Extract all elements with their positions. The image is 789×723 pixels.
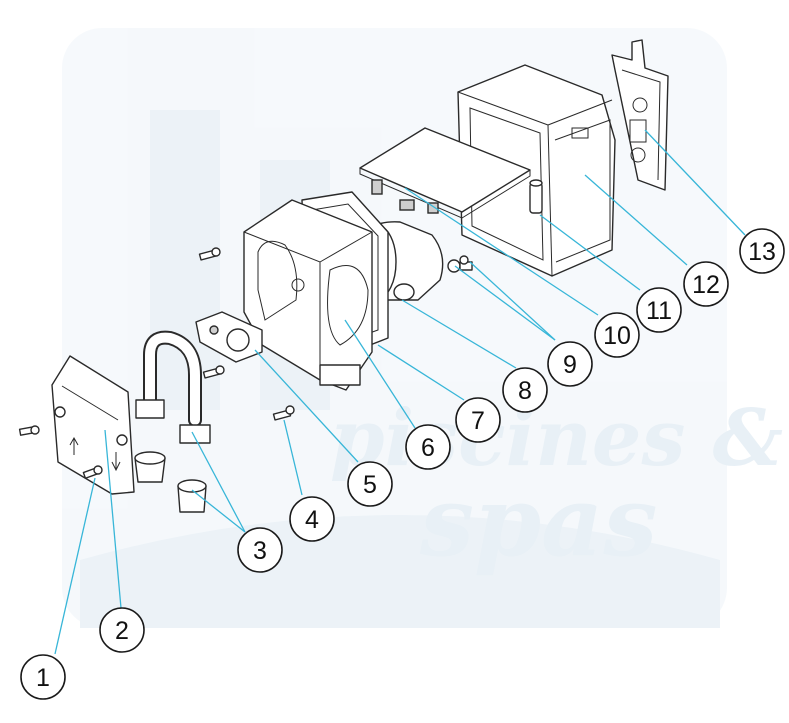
callout-4: 4: [289, 496, 335, 542]
part-1-screws: [18, 425, 103, 479]
callout-1: 1: [20, 654, 66, 700]
callout-2: 2: [99, 607, 145, 653]
callout-9-label: 9: [563, 351, 577, 379]
callout-5-label: 5: [363, 471, 377, 499]
callout-9: 9: [547, 341, 593, 387]
watermark: piscines & spas: [62, 28, 783, 628]
callout-10: 10: [594, 312, 640, 358]
callout-7-label: 7: [471, 407, 485, 435]
callout-6-label: 6: [421, 434, 435, 462]
callout-11: 11: [636, 287, 682, 333]
part-3-tube-fittings: [134, 330, 211, 513]
part-12-rear-housing: [457, 64, 616, 277]
callout-10-label: 10: [603, 322, 631, 350]
part-4-screws: [198, 247, 295, 421]
callout-12-label: 12: [692, 271, 720, 299]
callout-5: 5: [347, 461, 393, 507]
callout-11-label: 11: [646, 297, 672, 325]
watermark-line2: spas: [419, 465, 657, 578]
leader-lines: [54, 129, 746, 655]
callout-8: 8: [502, 367, 548, 413]
callout-7: 7: [455, 397, 501, 443]
callout-3: 3: [237, 527, 283, 573]
part-5-rotor: [195, 311, 263, 363]
callout-3-label: 3: [253, 537, 267, 565]
part-2-front-cover: [51, 355, 135, 495]
watermark-line1: piscines &: [330, 393, 783, 484]
callouts: 1 2 3 4 5 6 7 8: [20, 228, 785, 700]
callout-6: 6: [405, 424, 451, 470]
callout-13: 13: [739, 228, 785, 274]
callout-8-label: 8: [518, 377, 532, 405]
callout-13-label: 13: [748, 238, 776, 266]
part-13-bracket: [611, 39, 669, 191]
part-11-pin: [529, 179, 543, 214]
callout-4-label: 4: [305, 506, 319, 534]
part-6-pump-body: [243, 199, 373, 391]
part-10-circuit-board: [359, 127, 531, 219]
part-9-screws: [447, 255, 473, 273]
callout-1-label: 1: [36, 664, 50, 692]
callout-2-label: 2: [115, 617, 129, 645]
callout-12: 12: [683, 261, 729, 307]
